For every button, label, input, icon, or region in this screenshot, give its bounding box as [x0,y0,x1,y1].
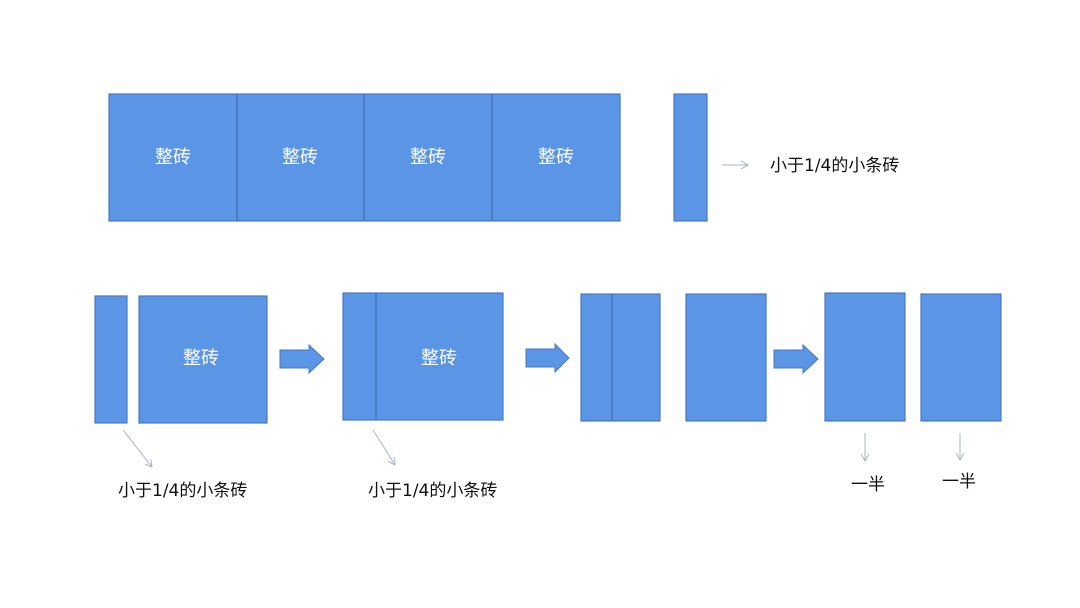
step-1: 整砖 小于1/4的小条砖 [94,295,268,501]
top-brick-row: 整砖 整砖 整砖 整砖 小于1/4的小条砖 [108,93,899,222]
step-3 [580,293,767,422]
pointer-arrow-icon [122,429,152,467]
half-brick [920,293,1002,422]
step-4: 一半 一半 [824,292,1002,495]
whole-brick-label: 整砖 [155,147,191,168]
brick-piece [685,293,767,422]
step-2: 整砖 小于1/4的小条砖 [342,292,504,501]
strip-label: 小于1/4的小条砖 [368,481,497,501]
small-strip-brick [673,93,708,222]
whole-brick-label: 整砖 [183,348,219,369]
right-arrow-icon [279,343,325,375]
whole-brick-label: 整砖 [421,348,457,369]
strip-label: 小于1/4的小条砖 [770,156,899,176]
half-brick [824,292,906,422]
half-label: 一半 [851,475,885,495]
right-arrow-icon [773,343,819,375]
combined-brick [580,293,661,422]
combined-brick [342,292,504,421]
right-arrow-icon [525,342,570,374]
strip-label: 小于1/4的小条砖 [118,481,247,501]
whole-brick-label: 整砖 [538,147,574,168]
half-label: 一半 [942,472,976,492]
whole-brick-label: 整砖 [282,147,318,168]
whole-brick [138,295,268,424]
whole-brick-label: 整砖 [410,147,446,168]
small-strip-brick [94,295,128,424]
pointer-arrow-icon [372,429,395,465]
